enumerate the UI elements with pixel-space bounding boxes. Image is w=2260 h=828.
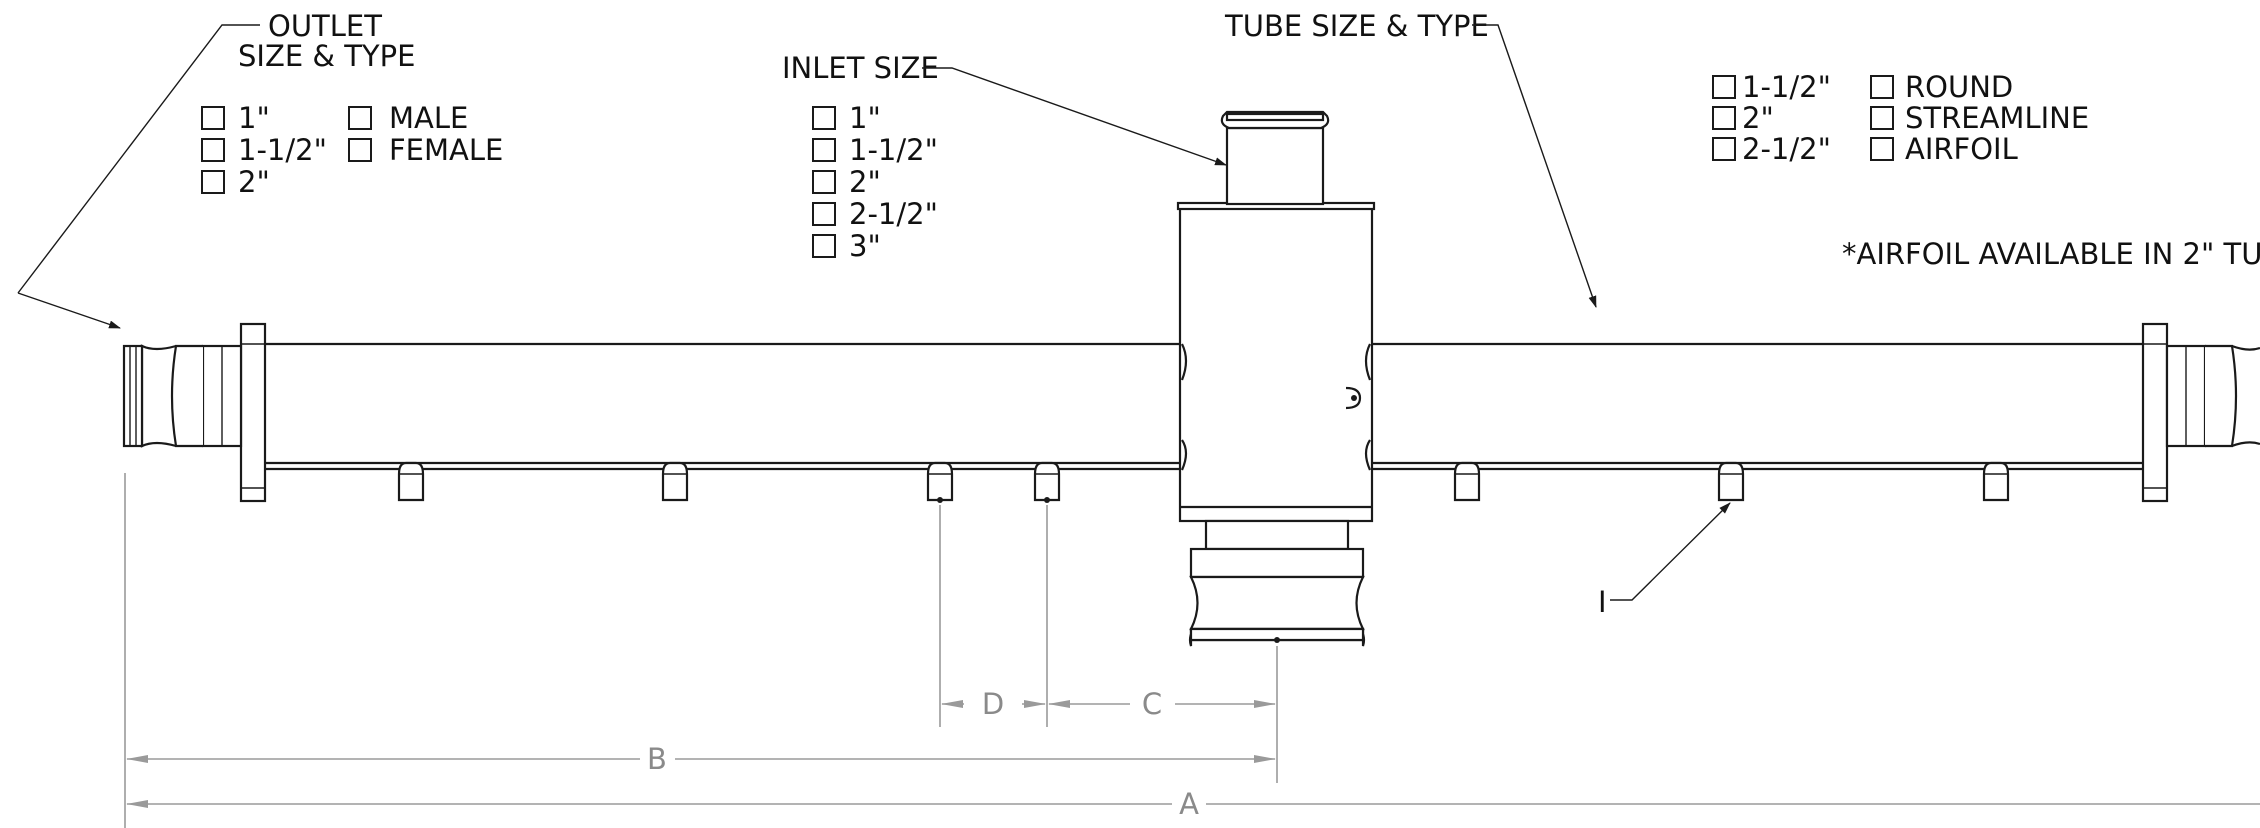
inlet-size-label-1: 1" <box>849 101 881 135</box>
center-tee-fitting <box>1345 386 1362 410</box>
outlet-type-checkbox-male[interactable] <box>348 106 372 130</box>
nozzle-group <box>397 461 2010 503</box>
callout-i-label: I <box>1598 585 1607 619</box>
inlet-size-checkbox-1[interactable] <box>812 106 836 130</box>
right-coupling-groove <box>2205 344 2238 448</box>
outlet-size-label-3: 2" <box>238 165 270 199</box>
outlet-leader-arrow <box>17 292 121 329</box>
center-tee-body <box>1178 205 1374 523</box>
tube-size-checkbox-2[interactable] <box>1712 106 1736 130</box>
inlet-size-checkbox-5[interactable] <box>812 234 836 258</box>
bottom-camlock-neck <box>1204 519 1350 551</box>
tube-size-label-1: 1-1/2" <box>1742 70 1831 104</box>
tube-type-label-round: ROUND <box>1905 70 2013 104</box>
tube-type-checkbox-airfoil[interactable] <box>1870 137 1894 161</box>
inlet-pipe <box>1225 126 1325 206</box>
outlet-size-label-1: 1" <box>238 101 270 135</box>
inlet-title: INLET SIZE <box>782 51 939 85</box>
tube-type-checkbox-round[interactable] <box>1870 75 1894 99</box>
tube-size-label-2: 2" <box>1742 101 1774 135</box>
manifold-body <box>122 110 2260 647</box>
outlet-label-group: OUTLET SIZE & TYPE 1" 1-1/2" 2" MALE FEM… <box>17 9 503 329</box>
outlet-size-checkbox-2[interactable] <box>201 138 225 162</box>
outlet-leader-line <box>17 24 260 294</box>
inlet-size-label-4: 2-1/2" <box>849 197 938 231</box>
outlet-size-checkbox-3[interactable] <box>201 170 225 194</box>
outlet-title-line1: OUTLET <box>268 9 382 43</box>
tube-size-checkbox-1[interactable] <box>1712 75 1736 99</box>
nozzle-2 <box>661 461 689 502</box>
dim-d-label: D <box>982 687 1004 721</box>
nozzle-1 <box>397 461 425 502</box>
outlet-type-label-male: MALE <box>389 101 468 135</box>
outlet-title-line2: SIZE & TYPE <box>238 39 415 73</box>
nozzle-7 <box>1982 461 2010 502</box>
tube-size-label-3: 2-1/2" <box>1742 132 1831 166</box>
inlet-size-checkbox-2[interactable] <box>812 138 836 162</box>
tube-label-group: TUBE SIZE & TYPE 1-1/2" 2" 2-1/2" ROUND … <box>1224 9 2260 308</box>
inlet-size-checkbox-3[interactable] <box>812 170 836 194</box>
tube-title: TUBE SIZE & TYPE <box>1224 9 1489 43</box>
outlet-size-checkbox-1[interactable] <box>201 106 225 130</box>
outlet-type-checkbox-female[interactable] <box>348 138 372 162</box>
bottom-camlock-groove <box>1189 575 1365 631</box>
left-outlet-end <box>122 344 144 448</box>
dim-c-label: C <box>1142 687 1162 721</box>
callout-i-leader <box>1610 502 1731 601</box>
tube-type-checkbox-streamline[interactable] <box>1870 106 1894 130</box>
tube-type-label-airfoil: AIRFOIL <box>1905 132 2018 166</box>
nozzle-5 <box>1453 461 1481 502</box>
inlet-leader-line <box>922 67 1227 166</box>
tube-leader-line <box>1472 24 1597 308</box>
tube-type-label-streamline: STREAMLINE <box>1905 101 2089 135</box>
dim-a-label: A <box>1179 787 1199 821</box>
callout-i-group: I <box>1598 502 1731 619</box>
nozzle-3 <box>926 461 954 503</box>
inlet-label-group: INLET SIZE 1" 1-1/2" 2" 2-1/2" 3" <box>782 51 1227 263</box>
left-coupling-groove <box>170 344 203 448</box>
outlet-size-label-2: 1-1/2" <box>238 133 327 167</box>
dimensions-group: D C B A <box>124 473 2260 828</box>
bottom-camlock-collar <box>1189 547 1365 579</box>
inlet-size-label-2: 1-1/2" <box>849 133 938 167</box>
airfoil-note: *AIRFOIL AVAILABLE IN 2" TU <box>1842 237 2260 271</box>
right-flange <box>2141 322 2169 503</box>
nozzle-4 <box>1033 461 1061 503</box>
dim-b-label: B <box>647 742 667 776</box>
nozzle-6 <box>1717 461 1745 502</box>
inlet-size-label-3: 2" <box>849 165 881 199</box>
left-flange <box>239 322 267 503</box>
inlet-size-checkbox-4[interactable] <box>812 202 836 226</box>
tube-size-checkbox-3[interactable] <box>1712 137 1736 161</box>
outlet-type-label-female: FEMALE <box>389 133 503 167</box>
inlet-size-label-5: 3" <box>849 229 881 263</box>
